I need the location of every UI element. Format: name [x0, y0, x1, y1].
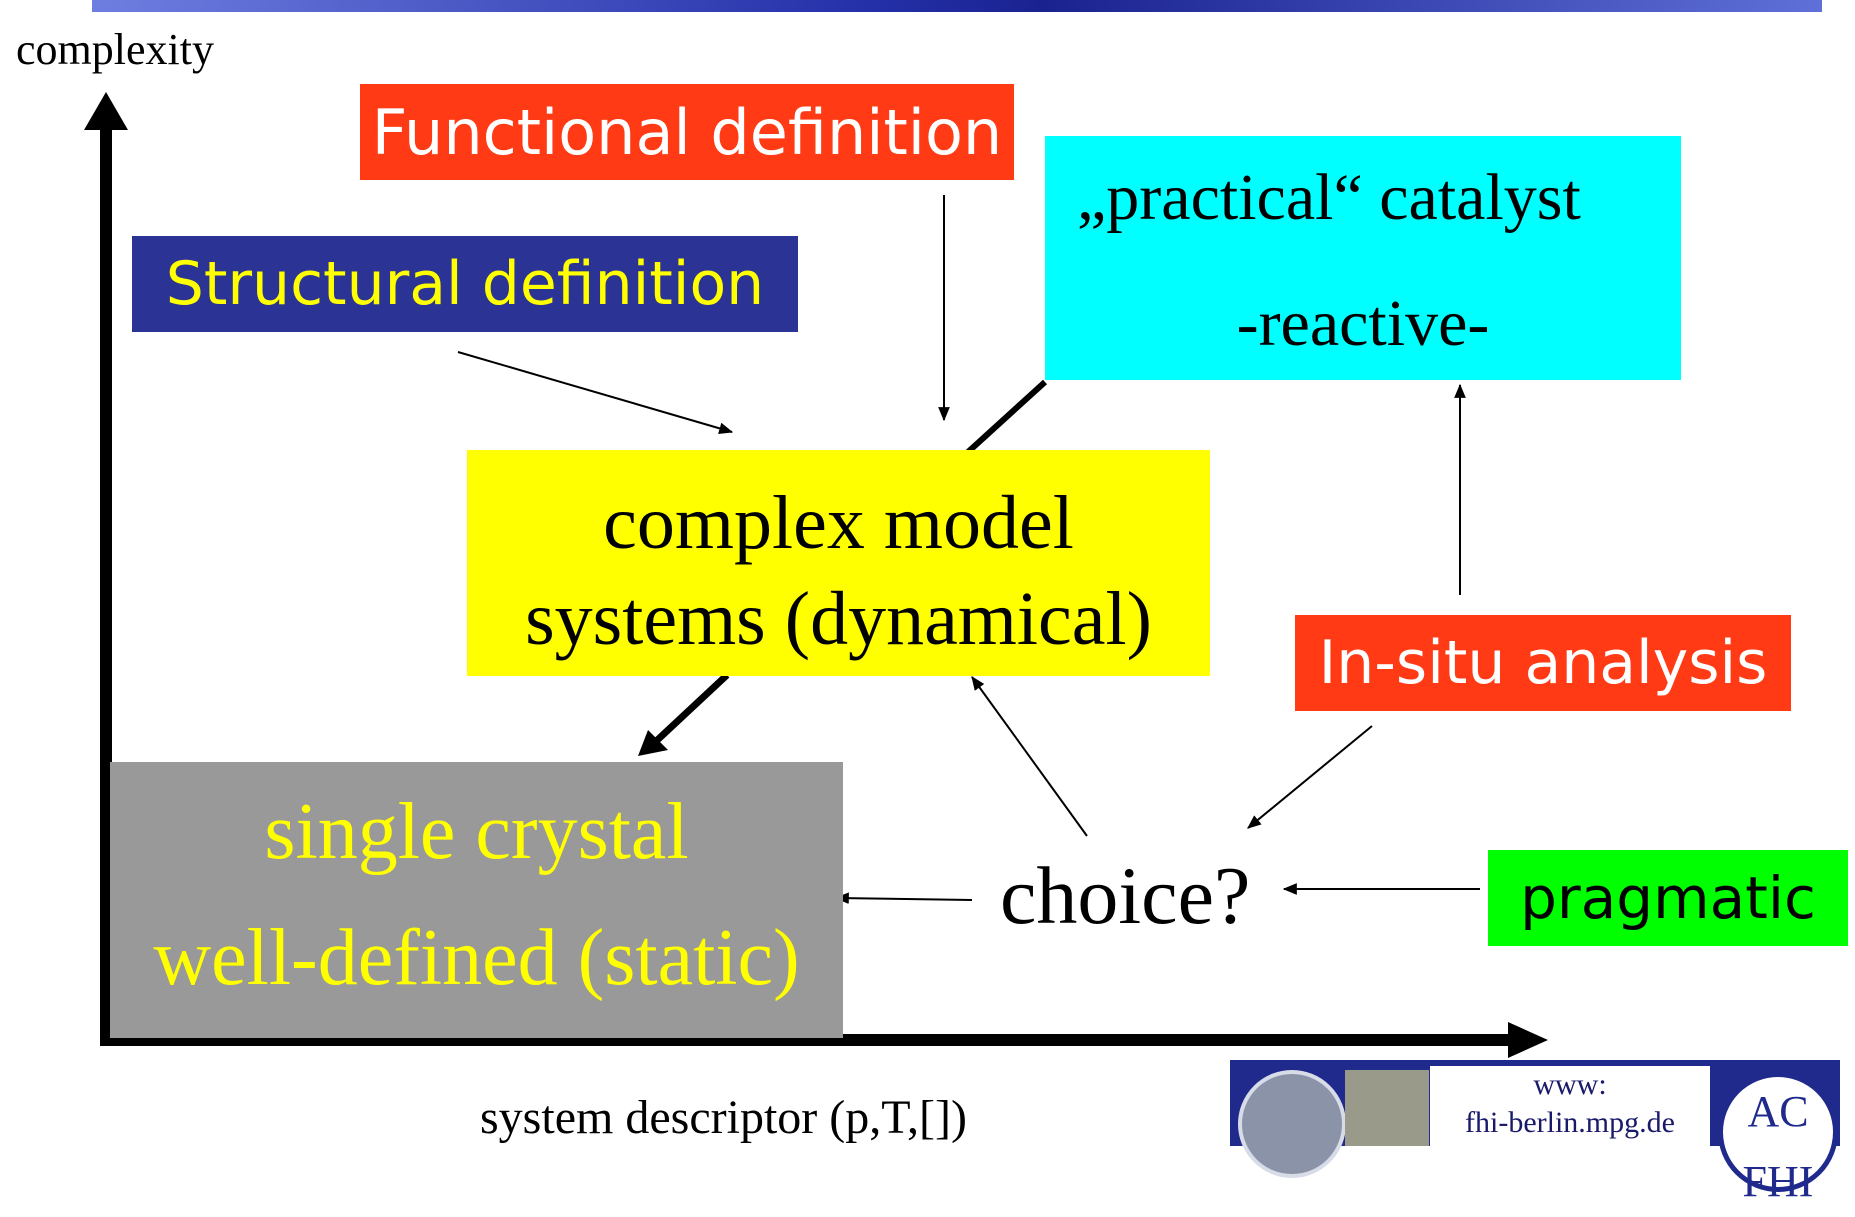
- complex-model-line2: systems (dynamical): [525, 577, 1152, 661]
- y-axis-label: complexity: [16, 25, 214, 74]
- practical-catalyst-line1: „practical“ catalyst: [1077, 161, 1581, 234]
- functional-definition-label: Functional definition: [371, 95, 1003, 169]
- practical-catalyst-box: „practical“ catalyst -reactive-: [1045, 136, 1681, 380]
- arrow-insitu-to-choice: [1247, 725, 1373, 829]
- x-axis-label: system descriptor (p,T,[]): [480, 1091, 967, 1144]
- practical-catalyst-line2: -reactive-: [1236, 287, 1490, 360]
- single-crystal-line2: well-defined (static): [153, 914, 800, 1002]
- complex-model-line1: complex model: [603, 481, 1074, 565]
- arrow-structural-to-complex: [457, 351, 734, 435]
- arrow-choice-to-complex: [971, 676, 1088, 837]
- link-complex-single: [649, 672, 730, 748]
- functional-definition-box: Functional definition: [360, 84, 1014, 180]
- single-crystal-line1: single crystal: [264, 788, 689, 876]
- ac-fhi-emblem-icon: AC FHI: [1718, 1072, 1838, 1206]
- link-complex-single-arrowhead: [638, 730, 668, 756]
- institute-website: www: fhi-berlin.mpg.de: [1430, 1066, 1710, 1146]
- structural-definition-label: Structural definition: [165, 249, 765, 319]
- y-axis-arrowhead: [84, 92, 128, 130]
- building-photo-icon: [1345, 1070, 1429, 1146]
- pragmatic-box: pragmatic: [1488, 850, 1848, 946]
- single-crystal-box: single crystal well-defined (static): [110, 762, 843, 1038]
- choice-label: choice?: [1000, 850, 1251, 941]
- pragmatic-label: pragmatic: [1520, 864, 1816, 932]
- x-axis-arrowhead: [1508, 1022, 1548, 1058]
- website-url: fhi-berlin.mpg.de: [1465, 1106, 1675, 1139]
- in-situ-analysis-box: In-situ analysis: [1295, 615, 1791, 711]
- diagram-connectors: [84, 92, 1548, 1058]
- in-situ-analysis-label: In-situ analysis: [1318, 628, 1768, 698]
- arrow-choice-to-single: [834, 892, 973, 905]
- title-bar-stripe: [92, 0, 1822, 12]
- complex-model-box: complex model systems (dynamical): [467, 450, 1210, 676]
- website-prefix: www:: [1533, 1068, 1607, 1101]
- max-planck-seal-icon: [1238, 1070, 1346, 1178]
- structural-definition-box: Structural definition: [132, 236, 798, 332]
- link-practical-complex: [965, 379, 1048, 455]
